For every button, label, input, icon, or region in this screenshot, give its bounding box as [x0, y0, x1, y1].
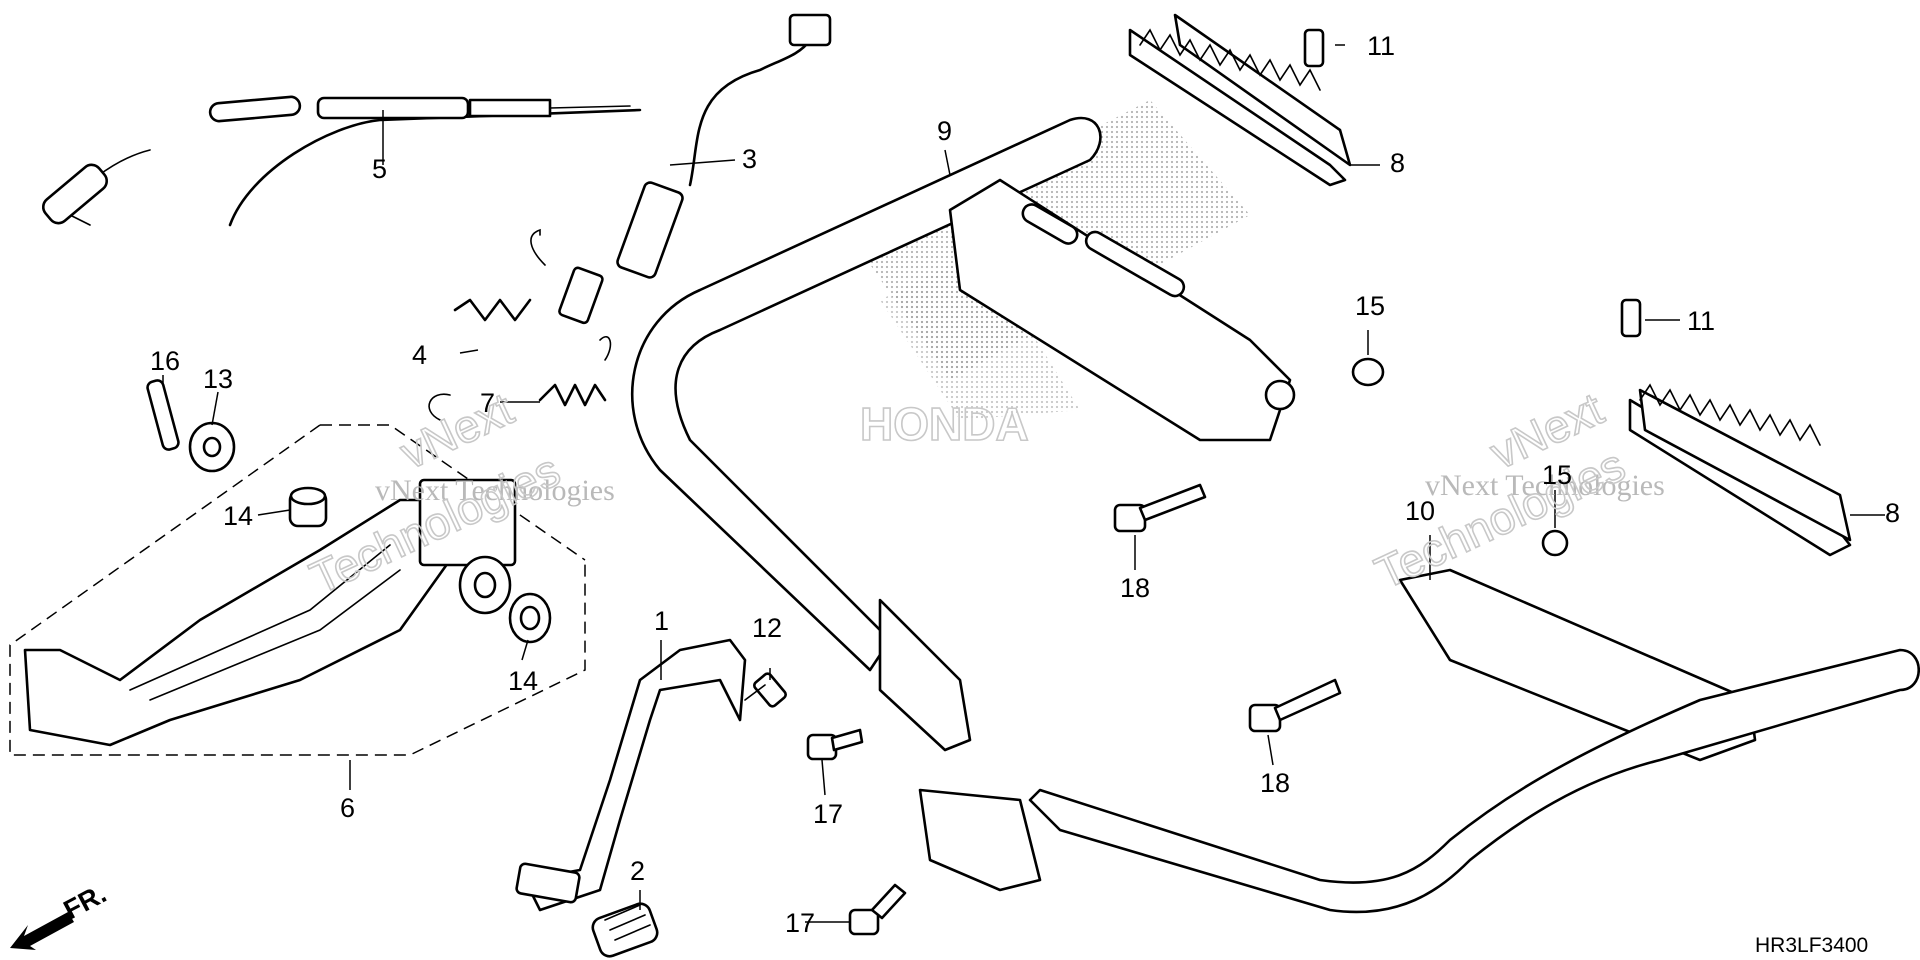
label-part-17b: 17: [785, 908, 815, 938]
label-part-3: 3: [742, 144, 757, 174]
pedal-rubber-2: [591, 902, 659, 958]
label-part-8a: 8: [1390, 148, 1405, 178]
bolt-11b: [1620, 298, 1642, 338]
label-part-5: 5: [372, 154, 387, 184]
switch-part-3: [558, 13, 832, 325]
bolt-18b: [1248, 678, 1342, 733]
bushing-14a: [288, 486, 328, 528]
label-part-17a: 17: [813, 799, 843, 829]
label-part-4: 4: [412, 340, 427, 370]
diagram-code: HR3LF3400: [1755, 934, 1868, 957]
bolt-17b: [848, 883, 907, 936]
label-part-6: 6: [340, 793, 355, 823]
brake-lever-1: [515, 638, 747, 912]
label-part-14a: 14: [223, 501, 253, 531]
label-part-13: 13: [203, 364, 233, 394]
label-part-11b: 11: [1687, 306, 1715, 336]
honda-logo-text: HONDA: [860, 398, 1029, 450]
label-part-18a: 18: [1120, 573, 1150, 603]
label-part-9: 9: [937, 116, 952, 146]
label-part-7: 7: [480, 388, 495, 418]
label-part-18b: 18: [1260, 768, 1290, 798]
pedal-assembly-6: [9, 424, 586, 756]
label-part-15b: 15: [1542, 460, 1572, 490]
label-part-2: 2: [630, 856, 645, 886]
cable-part-5: [41, 95, 642, 227]
spring-part-4: [428, 228, 546, 421]
label-part-12: 12: [752, 613, 782, 643]
label-part-11a: 11: [1367, 31, 1395, 61]
frame-pipe-10: [918, 568, 1920, 914]
nut-15b: [1541, 529, 1569, 557]
label-part-1: 1: [654, 606, 669, 636]
bolt-17a: [806, 728, 864, 761]
label-part-16: 16: [150, 346, 180, 376]
bolt-12: [744, 672, 787, 708]
label-part-15a: 15: [1355, 291, 1385, 321]
bolt-11a: [1303, 28, 1325, 68]
bushing-14b: [508, 592, 552, 644]
bolt-18a: [1113, 483, 1207, 533]
watermark-1: vNext Technologies: [375, 474, 615, 507]
spring-part-7: [538, 335, 612, 407]
front-direction-arrow-icon: [10, 912, 74, 950]
nut-15a: [1351, 357, 1385, 387]
watermark-2: vNext Technologies: [1425, 469, 1665, 502]
label-part-8b: 8: [1885, 498, 1900, 528]
label-part-10: 10: [1405, 496, 1435, 526]
frame-pipe-9: [630, 116, 1296, 752]
leader-lines: [162, 44, 1885, 923]
label-part-14b: 14: [508, 666, 538, 696]
footrest-8b: [1628, 383, 1852, 557]
cotter-pin-16: [146, 379, 180, 451]
